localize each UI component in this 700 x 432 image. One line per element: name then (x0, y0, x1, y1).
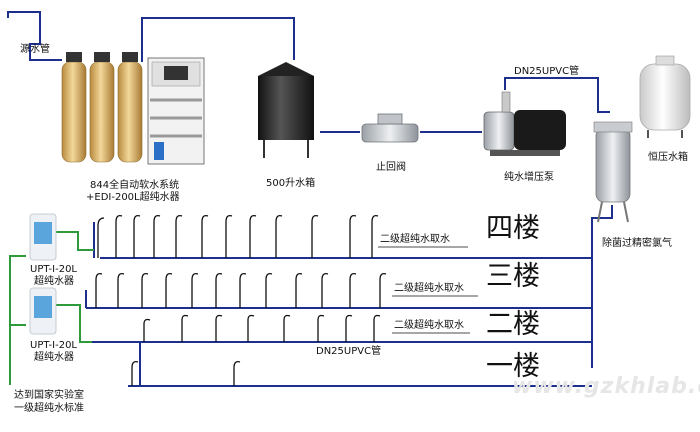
tank-500l-label: 500升水箱 (266, 178, 316, 189)
standard-label-line1: 达到国家实验室 (14, 390, 84, 401)
dn25-bottom-label: DN25UPVC管 (316, 346, 382, 357)
upt-unit1-label-line1: UPT-I-20L (30, 264, 78, 275)
booster-pump-shape (483, 91, 566, 156)
floor-4-label: 四楼 (486, 213, 540, 244)
check-valve-shape (361, 113, 419, 143)
filter-label: 除菌过精密氯气 (602, 238, 672, 249)
tap-label-underlines (378, 246, 478, 334)
upt-unit1-label-line2: 超纯水器 (34, 276, 74, 287)
upt-units (29, 213, 57, 335)
faucets-floor-1 (131, 360, 241, 386)
booster-pump-label: 纯水增压泵 (504, 172, 554, 183)
softener-label-line1: 844全自动软水系统 (90, 180, 180, 191)
standard-label-line2: 一级超纯水标准 (14, 403, 84, 414)
tap-label-floor-4: 二级超纯水取水 (380, 234, 450, 245)
pipe-network (7, 11, 613, 387)
check-valve-label: 止回阀 (376, 162, 406, 173)
faucets-floor-3 (95, 272, 387, 308)
upt-unit2-label-line1: UPT-I-20L (30, 340, 78, 351)
faucets-floor-4 (97, 214, 379, 258)
watermark: www.gzkhlab.com (512, 374, 700, 399)
source-pipe-label: 源水管 (20, 44, 50, 55)
softener-tanks (61, 52, 143, 163)
filter-housing-shape (593, 121, 633, 223)
tap-label-floor-3: 二级超纯水取水 (394, 283, 464, 294)
pressure-tank-shape (639, 55, 691, 138)
green-pipe (9, 231, 94, 385)
faucets-floor-2 (143, 314, 381, 342)
edi-frame (147, 57, 205, 165)
softener-label-line2: +EDI-200L超纯水器 (86, 192, 180, 203)
upt-unit2-label-line2: 超纯水器 (34, 352, 74, 363)
floor-2-label: 二楼 (486, 309, 540, 340)
floor-3-label: 三楼 (486, 261, 540, 292)
floor-1-label: 一楼 (486, 351, 540, 382)
tap-label-floor-2: 二级超纯水取水 (394, 320, 464, 331)
tank-500l (258, 62, 314, 158)
dn25-top-label: DN25UPVC管 (514, 66, 580, 77)
pressure-tank-label: 恒压水箱 (648, 152, 688, 163)
